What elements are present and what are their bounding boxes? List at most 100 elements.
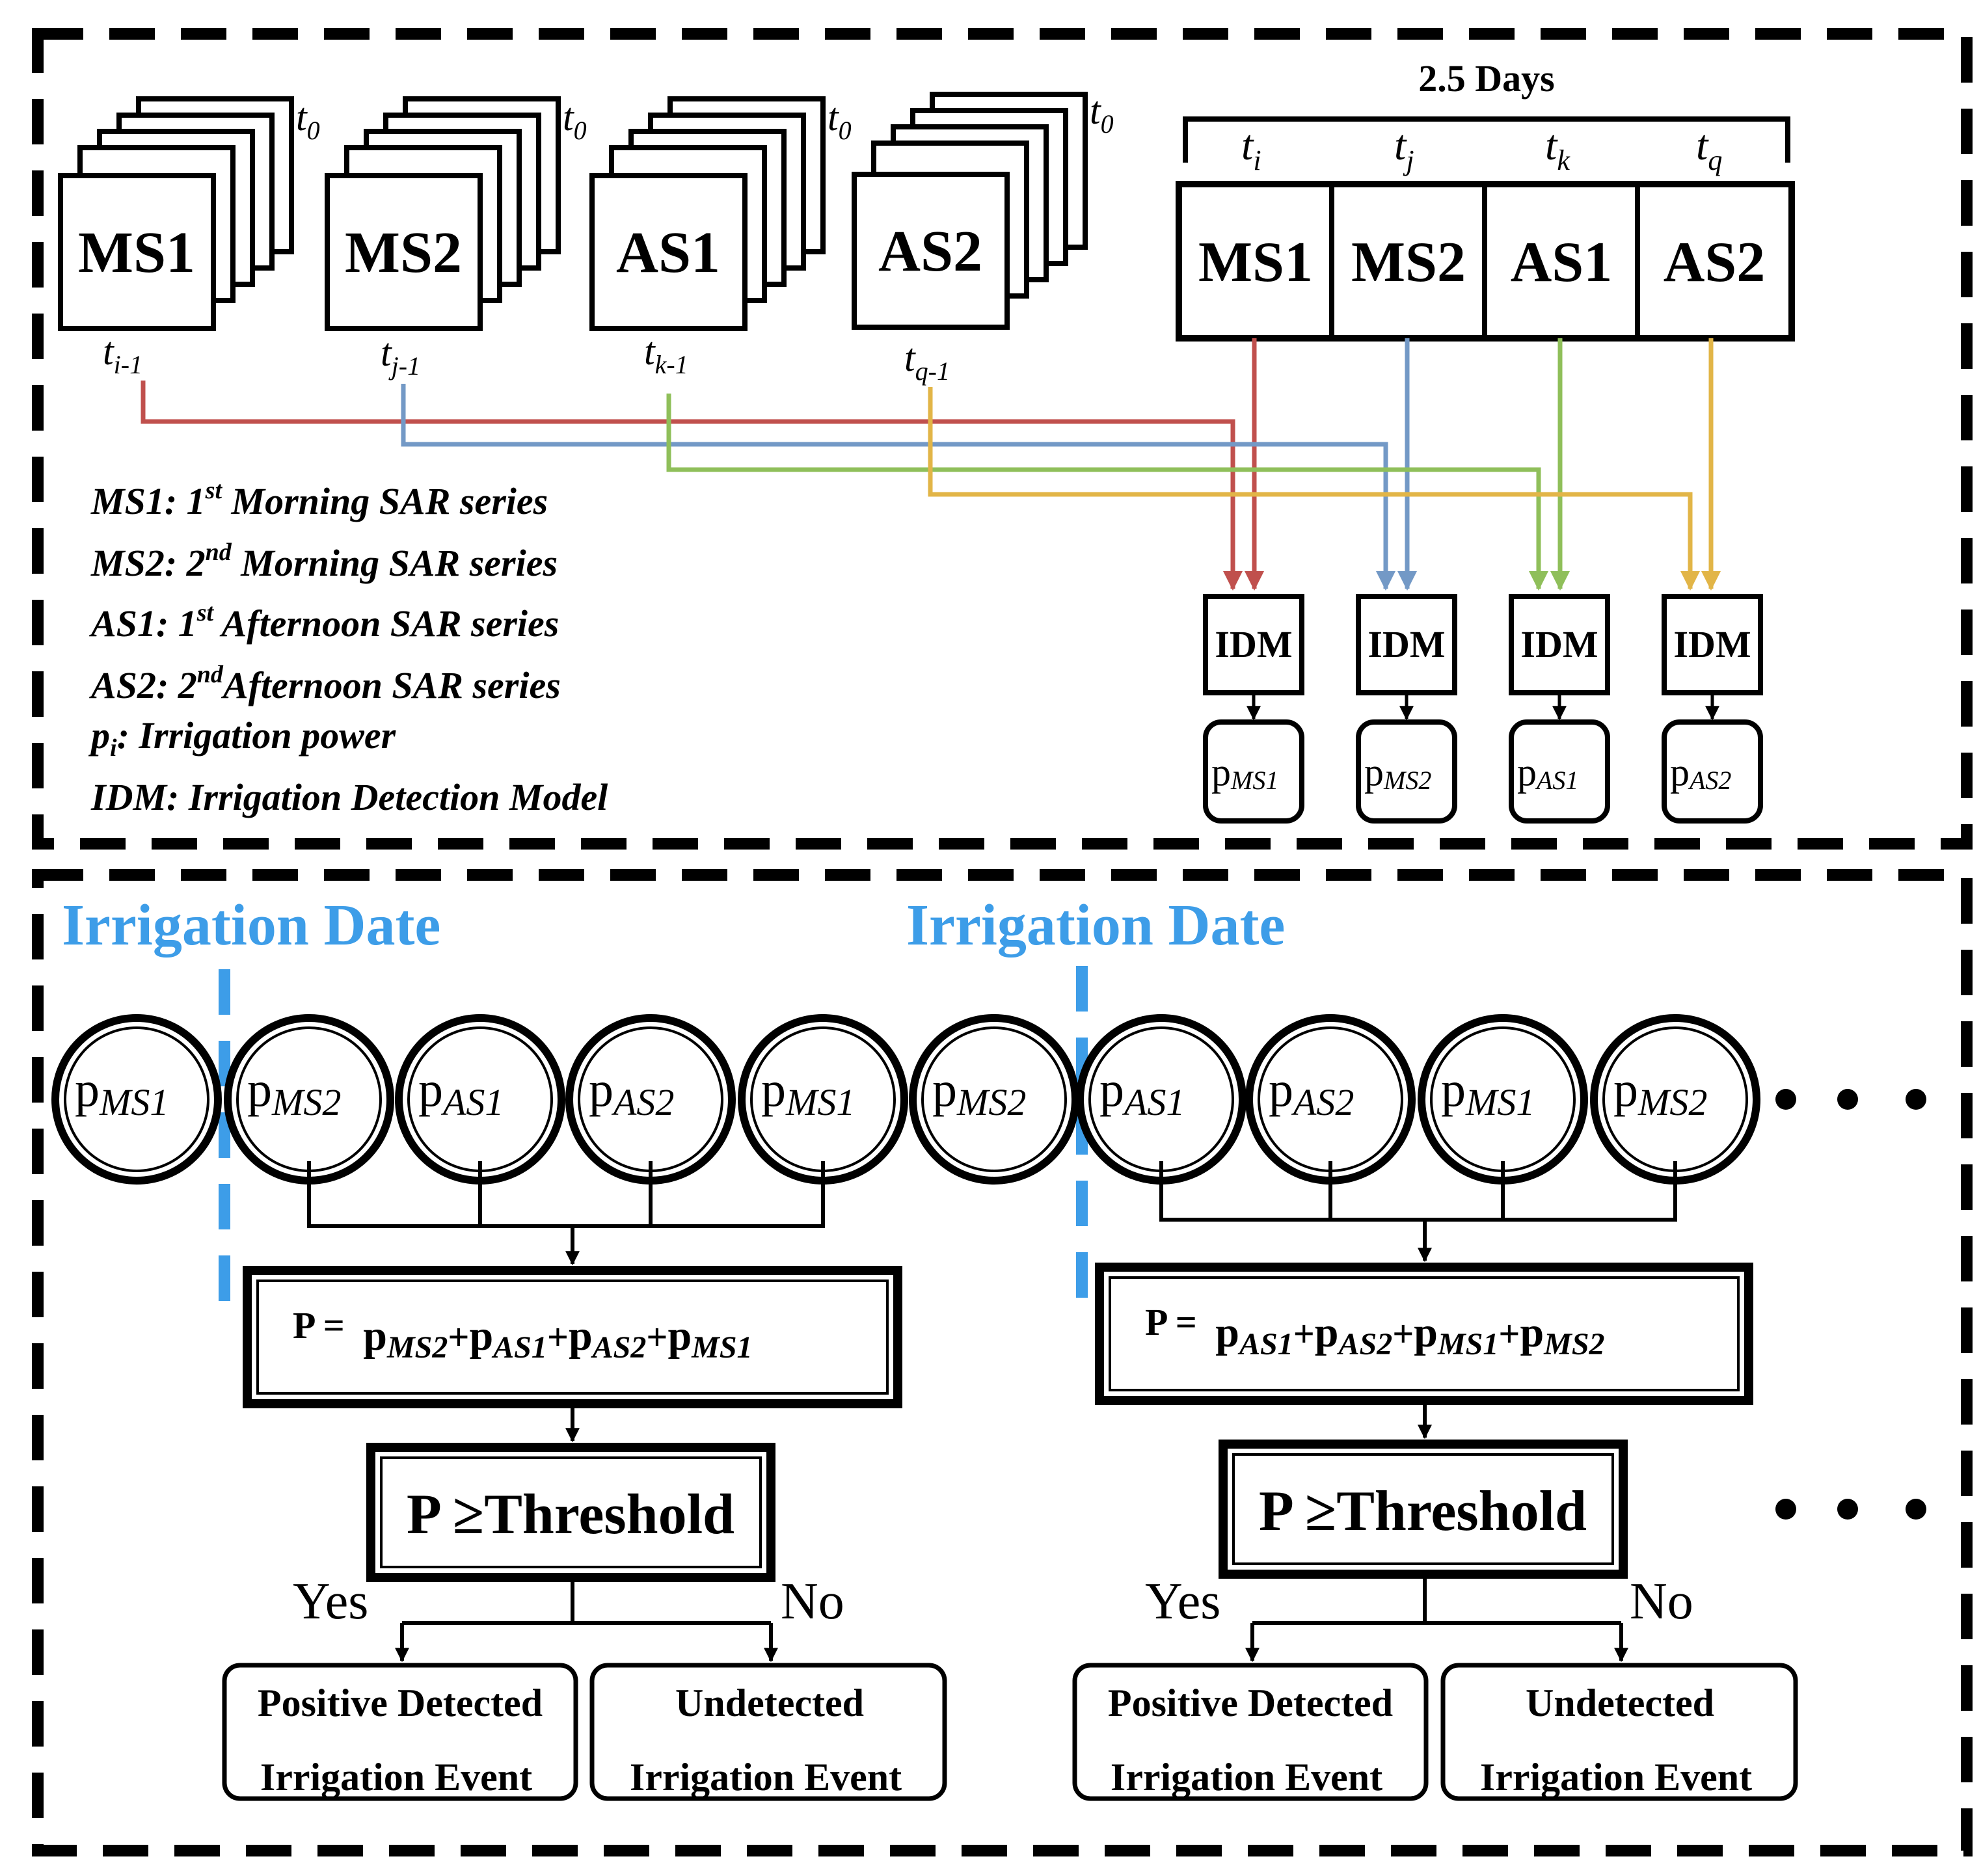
power-output-box [1356,719,1457,824]
legend-item: MS1: 1st Morning SAR series [90,477,548,522]
svg-text:Irrigation Event: Irrigation Event [630,1756,902,1799]
group-bracket [1159,1161,1677,1222]
power-circle: pMS1 [1418,1014,1588,1185]
svg-text:Positive Detected: Positive Detected [1108,1682,1393,1724]
svg-text:IDM: IDM [1520,623,1598,665]
time-label-t0: t0 [1090,89,1114,139]
svg-text:IDM: IDM [1215,623,1292,665]
positive-box [1072,1663,1429,1801]
connector-as2 [928,338,1721,591]
series-stack-as1: AS1 t0 tk-1 [589,96,852,379]
svg-text:Undetected: Undetected [675,1682,864,1724]
idm-box [1203,594,1304,695]
bottom-dashed-frame [32,869,1973,1856]
idm-column-4: IDM pAS2 [1662,594,1763,824]
sum-box [243,1266,902,1408]
power-circle-label: pMS2 [1613,1062,1707,1123]
idm-column-1: IDM pMS1 [1203,594,1304,824]
sum-formula: P = pMS2+pAS1+pAS2+pMS1 [293,1304,753,1365]
svg-text:pMS1: pMS1 [1211,751,1278,795]
series-stack-ms1: MS1 t0 ti-1 [58,96,320,379]
power-circle-label: pAS2 [589,1062,674,1123]
stack-label: AS1 [616,221,720,285]
threshold-label: P ≥Threshold [407,1483,734,1546]
legend-item: AS1: 1st Afternoon SAR series [89,599,559,645]
svg-text:pMS2: pMS2 [1364,751,1431,795]
legend-item: IDM: Irrigation Detection Model [90,776,608,818]
group-bracket [307,1161,825,1228]
svg-text:Irrigation Event: Irrigation Event [260,1756,532,1799]
time-label-t-prev: ti-1 [103,330,142,379]
svg-text:Positive Detected: Positive Detected [258,1682,543,1724]
timeline-cell-label: AS1 [1511,231,1613,294]
timeline-cell-label: AS2 [1664,231,1766,294]
irrigation-date-label: Irrigation Date [62,893,440,958]
legend-item: AS2: 2ndAfternoon SAR series [89,661,561,706]
power-circle-label: pAS2 [1269,1062,1354,1123]
threshold-box [366,1443,775,1582]
power-circle: pAS1 [395,1014,565,1185]
svg-text:Irrigation Event: Irrigation Event [1480,1756,1752,1799]
power-circle: pMS2 [909,1014,1079,1185]
continuation-dots-bottom [1775,1499,1926,1520]
connector-as1 [666,338,1570,591]
power-output-box [1662,719,1763,824]
time-label-t-prev: tj-1 [381,331,420,381]
series-stack-as2: AS2 t0 tq-1 [852,89,1114,386]
no-label: No [781,1573,844,1630]
sum-box [1095,1263,1753,1405]
legend: MS1: 1st Morning SAR series MS2: 2nd Mor… [88,477,608,818]
power-circle: pAS1 [1076,1014,1247,1185]
time-label-t-prev: tk-1 [644,330,688,379]
time-label-t0: t0 [828,96,852,145]
positive-box [222,1663,578,1801]
svg-text:pAS2: pAS2 [1670,751,1731,795]
undetected-box [1440,1663,1798,1801]
yes-label: Yes [1145,1573,1220,1630]
power-circle: pAS2 [565,1014,736,1185]
legend-item: MS2: 2nd Morning SAR series [90,539,558,584]
span-bracket [1183,116,1790,163]
power-circle: pMS1 [738,1014,908,1185]
svg-text:Irrigation Event: Irrigation Event [1111,1756,1382,1799]
power-circle-label: pMS2 [932,1062,1026,1123]
connector-ms1 [141,338,1264,591]
idm-column-3: IDM pAS1 [1509,594,1610,824]
svg-text:Undetected: Undetected [1526,1682,1714,1724]
power-circle-label: pMS1 [761,1062,855,1123]
decision-group-1: P = pMS2+pAS1+pAS2+pMS1 P ≥Threshold Yes… [222,1161,947,1801]
timeline-time-label: tq [1696,122,1722,176]
timeline-time-label: ti [1241,122,1261,176]
time-label-t0: t0 [563,96,587,145]
top-dashed-frame [32,28,1973,850]
power-circle-label: pAS1 [1099,1062,1185,1123]
span-label: 2.5 Days [1418,57,1554,100]
no-label: No [1630,1573,1693,1630]
power-output-box [1203,719,1304,824]
continuation-dots-top [1775,1089,1926,1110]
connector-ms2 [401,338,1417,591]
power-circle: pAS2 [1245,1014,1416,1185]
power-circle-label: pMS1 [1441,1062,1535,1123]
sum-formula: P = pAS1+pAS2+pMS1+pMS2 [1145,1301,1605,1361]
time-label-t-prev: tq-1 [904,336,950,386]
power-circle: pMS1 [51,1014,222,1185]
timeline-cell-label: MS1 [1198,231,1313,294]
stack-label: MS1 [78,221,195,285]
yes-label: Yes [293,1573,368,1630]
series-stack-ms2: MS2 t0 tj-1 [325,96,587,381]
stack-label: MS2 [345,221,462,285]
power-circle-label: pMS2 [247,1062,341,1123]
threshold-label: P ≥Threshold [1259,1480,1587,1543]
decision-group-2: P = pAS1+pAS2+pMS1+pMS2 P ≥Threshold Yes… [1072,1161,1798,1801]
undetected-box [589,1663,947,1801]
irrigation-date-label: Irrigation Date [906,893,1285,958]
power-circle: pMS2 [224,1014,394,1185]
timeline-time-label: tj [1394,122,1414,176]
power-circle-label: pAS1 [418,1062,504,1123]
time-label-t0: t0 [296,96,320,145]
legend-item: pi: Irrigation power [88,714,396,762]
power-circle-label: pMS1 [75,1062,168,1123]
timeline-cell-label: MS2 [1351,231,1466,294]
